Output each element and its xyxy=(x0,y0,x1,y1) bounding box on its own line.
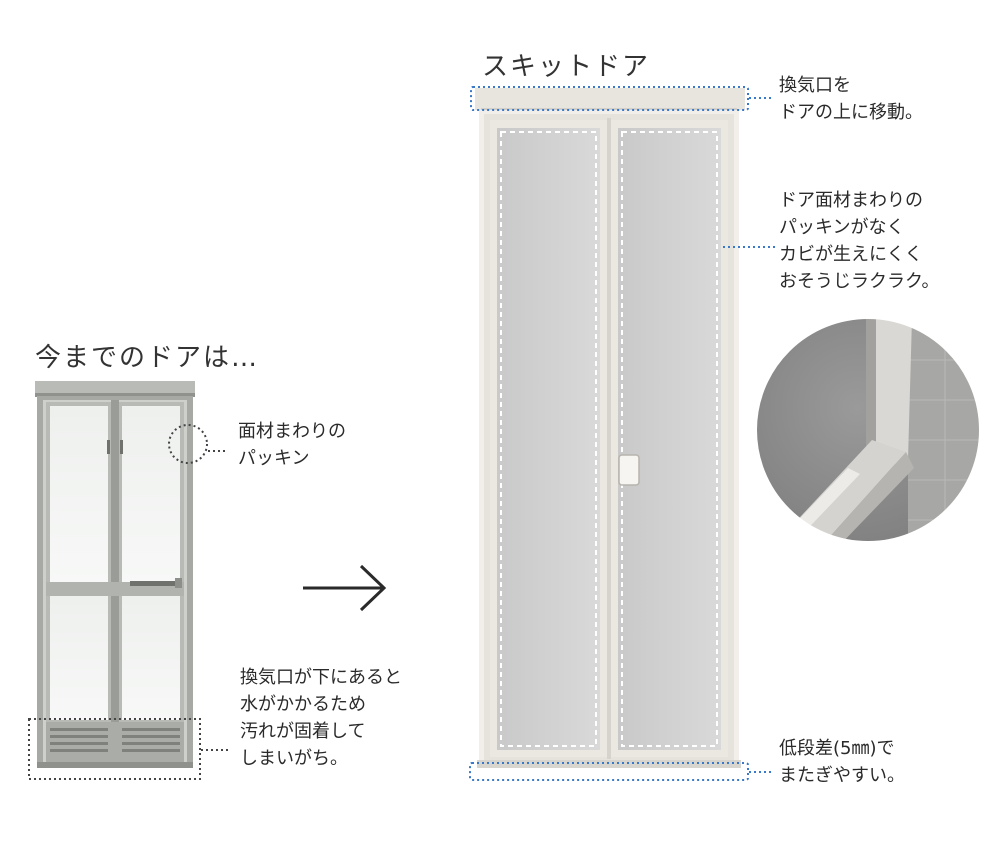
old-packing-callout xyxy=(168,424,228,464)
new-packing-note: ドア面材まわりの パッキンがなく カビが生えにくく おそうじラクラク。 xyxy=(779,190,940,292)
old-packing-note: 面材まわりの パッキン xyxy=(238,421,346,469)
old-vent-note: 換気口が下にあると 水がかかるため 汚れが固着して しまいがち。 xyxy=(240,667,402,769)
right-arrow-icon xyxy=(303,564,387,612)
old-door-title: 今までのドアは… xyxy=(35,343,260,373)
new-vent-note: 換気口を ドアの上に移動。 xyxy=(779,75,923,123)
old-door-illustration xyxy=(35,381,195,768)
old-vent-callout xyxy=(28,718,228,780)
new-low-step-callout xyxy=(469,762,774,781)
new-door-title: スキットドア xyxy=(482,52,651,82)
new-door-illustration xyxy=(475,88,745,768)
new-top-vent-callout xyxy=(470,86,774,111)
zoom-detail-image xyxy=(755,317,981,543)
new-low-step-note: 低段差(5㎜)で またぎやすい。 xyxy=(779,738,905,786)
